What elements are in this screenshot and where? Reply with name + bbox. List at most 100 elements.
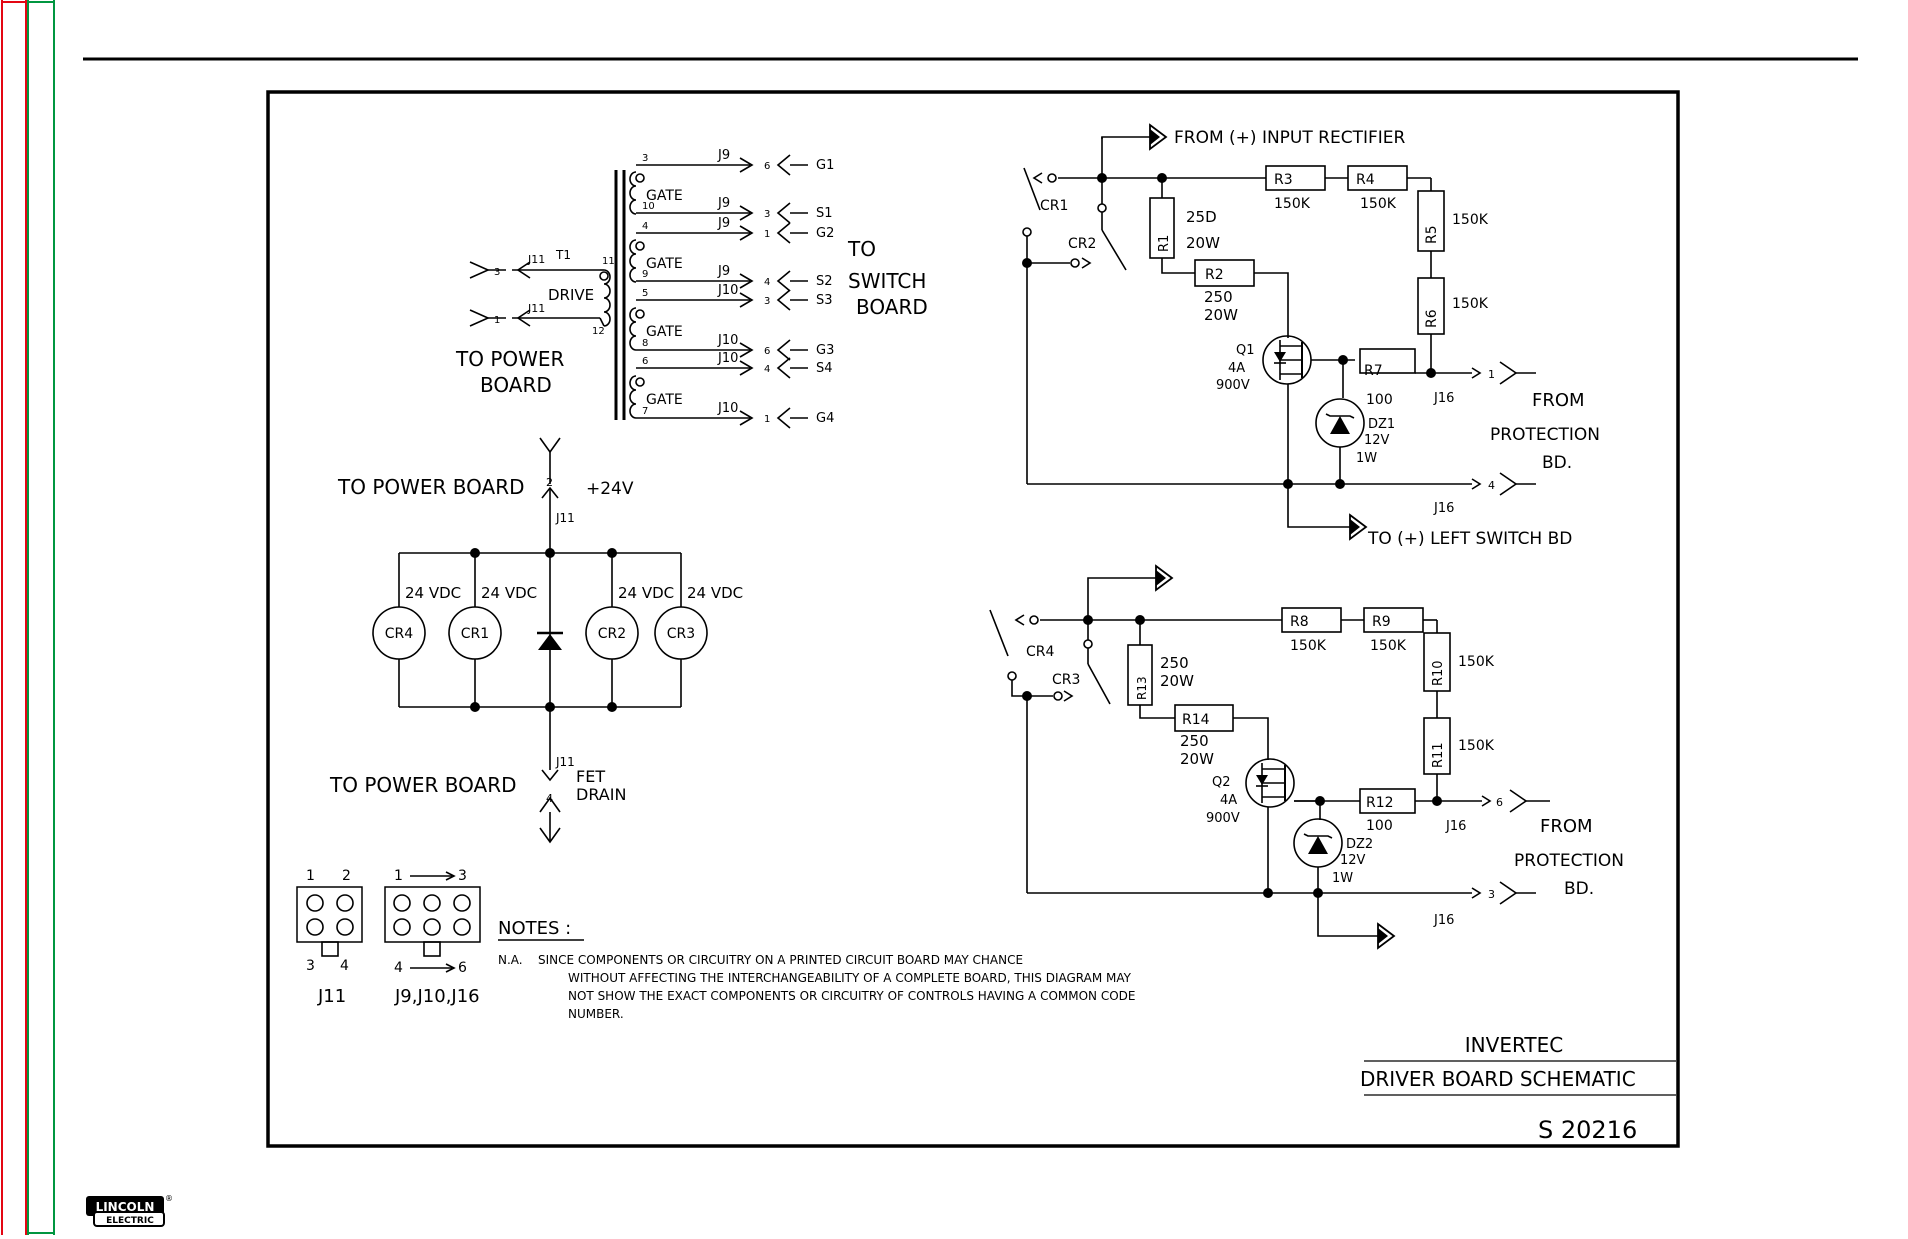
relay-bottom-pin: 4 (546, 792, 553, 805)
r5-value: 150K (1452, 212, 1489, 228)
j11-pinout-name: J11 (317, 986, 346, 1007)
cr2-contact (1101, 229, 1127, 271)
r8-label: R8 (1290, 614, 1309, 630)
bottom-connector-tip (539, 796, 561, 813)
junction (470, 702, 480, 712)
wire-path (1161, 258, 1195, 274)
wire-path (1325, 413, 1355, 419)
output-signal: G2 (816, 226, 834, 241)
cr1-contact-label: CR1 (1040, 198, 1068, 214)
arrow-head (1308, 836, 1328, 854)
r3-value: 150K (1274, 196, 1311, 212)
secondary-dot-2 (635, 241, 645, 251)
connector-pin (1063, 690, 1074, 702)
r9-label: R9 (1372, 614, 1391, 630)
q2-voltage: 900V (1206, 811, 1240, 826)
bottom-connector-arrow (541, 769, 559, 782)
r4-label: R4 (1356, 172, 1375, 188)
relay-top-connector: J11 (555, 511, 575, 525)
connector-pin (336, 918, 354, 936)
output-arrow (739, 292, 754, 308)
logo-top-text: LINCOLN (96, 1200, 155, 1214)
r13-power: 20W (1160, 672, 1194, 690)
coil-cr1 (448, 606, 502, 660)
junction (470, 548, 480, 558)
r10-label: R10 (1431, 660, 1446, 686)
wire-terminal (1053, 691, 1063, 701)
j11-label-top: J11 (527, 253, 545, 266)
output-signal: S2 (816, 274, 833, 289)
r1-power: 20W (1186, 234, 1220, 252)
relay-bottom-connector: J11 (555, 755, 575, 769)
connector-pin (336, 894, 354, 912)
wire-path (1254, 272, 1289, 338)
wire-terminal (1029, 615, 1039, 625)
r13-value: 250 (1160, 654, 1189, 672)
wire-path (1087, 577, 1156, 620)
r3-label: R3 (1274, 172, 1293, 188)
bd-label-bottom: BD. (1564, 879, 1594, 899)
to-switch-label-3: BOARD (856, 295, 928, 319)
cr4-contact (989, 609, 1009, 657)
relay-top-power-label: TO POWER BOARD (337, 475, 525, 499)
j11-pin-3: 3 (494, 267, 500, 278)
protection-label-bottom: PROTECTION (1514, 851, 1624, 871)
to-switch-label-2: SWITCH (848, 269, 926, 293)
r11-label: R11 (1431, 742, 1446, 768)
primary-dot (599, 271, 609, 281)
winding-number: 10 (642, 201, 655, 212)
connector-pin (423, 918, 441, 936)
output-arrow (739, 342, 754, 358)
output-plug (776, 154, 791, 176)
primary-winding (603, 269, 611, 327)
q2-current: 4A (1220, 793, 1237, 808)
output-plug (776, 222, 791, 244)
arrow-head (1378, 928, 1388, 944)
to-switch-label-1: TO (847, 237, 876, 261)
j16-pin-4: 4 (1488, 479, 1495, 492)
coil-cr2-label: CR2 (598, 626, 626, 642)
arrow-head (1150, 129, 1160, 145)
output-connector: J10 (717, 351, 738, 366)
winding-number: 3 (642, 153, 648, 164)
r4-value: 150K (1360, 196, 1397, 212)
r14-power: 20W (1180, 750, 1214, 768)
coil-cr4-rating: 24 VDC (405, 584, 461, 602)
wire-path (1287, 484, 1350, 528)
notes-na-label: N.A. (498, 953, 523, 967)
notes-line-1: SINCE COMPONENTS OR CIRCUITRY ON A PRINT… (538, 953, 1023, 967)
gate-label-4: GATE (646, 392, 683, 408)
j16-label-3: J16 (1445, 819, 1466, 834)
dz1-name: DZ1 (1368, 417, 1395, 432)
r14-value: 250 (1180, 732, 1209, 750)
title-product: INVERTEC (1465, 1033, 1563, 1057)
coil-cr3 (654, 606, 708, 660)
q2-mosfet (1245, 758, 1295, 808)
secondary-winding-4 (629, 375, 637, 419)
r7-value: 100 (1366, 392, 1393, 408)
output-pin: 3 (764, 296, 770, 307)
j11-pin-label-2: 2 (342, 868, 351, 884)
notes-line-2: WITHOUT AFFECTING THE INTERCHANGEABILITY… (568, 971, 1132, 985)
secondary-dot-3 (635, 309, 645, 319)
wire-path (1303, 833, 1333, 839)
r1-label: R1 (1157, 235, 1172, 252)
drawing-number: S 20216 (1538, 1116, 1637, 1144)
output-connector: J10 (717, 283, 738, 298)
notes-heading: NOTES : (498, 918, 571, 939)
coil-cr3-rating: 24 VDC (687, 584, 743, 602)
junction (607, 548, 617, 558)
j16-label-1: J16 (1433, 391, 1454, 406)
output-pin: 6 (764, 161, 770, 172)
junction (1335, 479, 1345, 489)
connector-pin (539, 827, 561, 844)
j11-pin-label-1: 1 (306, 868, 315, 884)
wire-path (1139, 705, 1175, 719)
j9-pin-label-4: 4 (394, 960, 403, 976)
